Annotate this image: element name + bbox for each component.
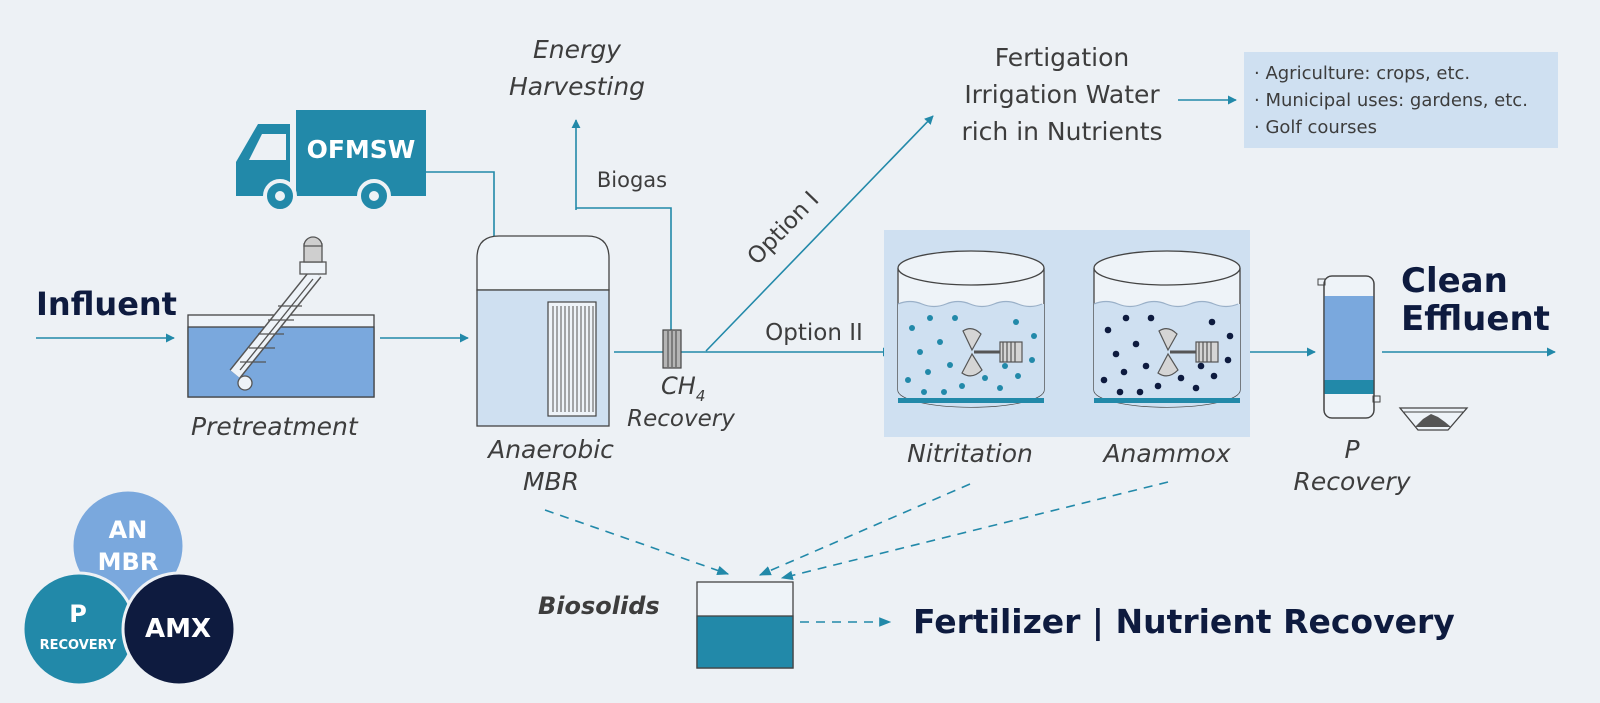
- fertigation-line3: rich in Nutrients: [961, 117, 1162, 146]
- anmbr-sludge-line: [544, 509, 730, 575]
- ch4-label: CH4: [661, 372, 705, 405]
- use-item: · Municipal uses: gardens, etc.: [1254, 90, 1528, 111]
- option1-arrow: [705, 115, 934, 352]
- amx-circle: [121, 571, 237, 687]
- anaerobic-mbr-tank: [476, 235, 610, 427]
- anammox-reactor: [1093, 250, 1241, 408]
- technology-venn-logo: AN MBR P RECOVERY AMX: [21, 488, 237, 687]
- screw-conveyor: [229, 236, 327, 391]
- biosolids-dashed-lines: [544, 481, 1169, 627]
- uses-box: · Agriculture: crops, etc. · Municipal u…: [1244, 52, 1558, 148]
- nitritation-mixer-icon: [961, 328, 1023, 377]
- anmbr-label-line1: Anaerobic: [486, 435, 614, 464]
- fertilizer-label: Fertilizer | Nutrient Recovery: [913, 602, 1455, 641]
- anammox-sludge-line: [780, 481, 1169, 581]
- ofmsw-label: OFMSW: [307, 135, 416, 164]
- phosphorus-product-icon: [1398, 407, 1469, 431]
- venn-p-sub: RECOVERY: [40, 638, 117, 653]
- influent-label: Influent: [36, 285, 177, 323]
- clean-effluent-line2: Effluent: [1401, 299, 1550, 339]
- energy-label-line2: Harvesting: [509, 72, 645, 101]
- anammox-label: Anammox: [1101, 439, 1230, 468]
- biogas-line: [576, 207, 672, 330]
- pretreatment-tank: [187, 314, 375, 398]
- biosolids-label: Biosolids: [538, 592, 660, 620]
- use-item: · Golf courses: [1254, 117, 1377, 138]
- anammox-mixer-icon: [1157, 328, 1219, 377]
- membrane-module: [547, 301, 597, 417]
- biosolids-container: [696, 581, 794, 669]
- option2-label: Option II: [765, 320, 863, 346]
- ch4-recovery-unit: [662, 329, 682, 369]
- venn-amx: AMX: [145, 614, 211, 644]
- nitritation-sludge-line: [758, 483, 971, 576]
- p-recovery-circle: [21, 571, 137, 687]
- venn-p-main: P: [69, 600, 87, 628]
- p-recovery-label-line2: Recovery: [1293, 467, 1411, 496]
- ch4-recovery-label: Recovery: [627, 406, 735, 432]
- energy-label-line1: Energy: [533, 35, 622, 64]
- fertigation-line1: Fertigation: [995, 43, 1130, 72]
- p-recovery-column: [1317, 275, 1381, 419]
- venn-anmbr-line1: AN: [109, 516, 148, 544]
- venn-anmbr-line2: MBR: [98, 548, 159, 576]
- p-recovery-label-line1: P: [1344, 435, 1360, 464]
- fertigation-line2: Irrigation Water: [964, 80, 1160, 109]
- nitritation-reactor: [897, 250, 1045, 408]
- ofmsw-truck-icon: OFMSW: [236, 110, 426, 213]
- use-item: · Agriculture: crops, etc.: [1254, 63, 1470, 84]
- nitritation-label: Nitritation: [907, 439, 1033, 468]
- biogas-label: Biogas: [597, 168, 667, 192]
- pretreatment-label: Pretreatment: [191, 412, 359, 441]
- clean-effluent-line1: Clean: [1401, 261, 1508, 301]
- option1-label: Option I: [743, 187, 825, 270]
- flow-lines: [36, 95, 1556, 357]
- anmbr-label-line2: MBR: [523, 467, 579, 496]
